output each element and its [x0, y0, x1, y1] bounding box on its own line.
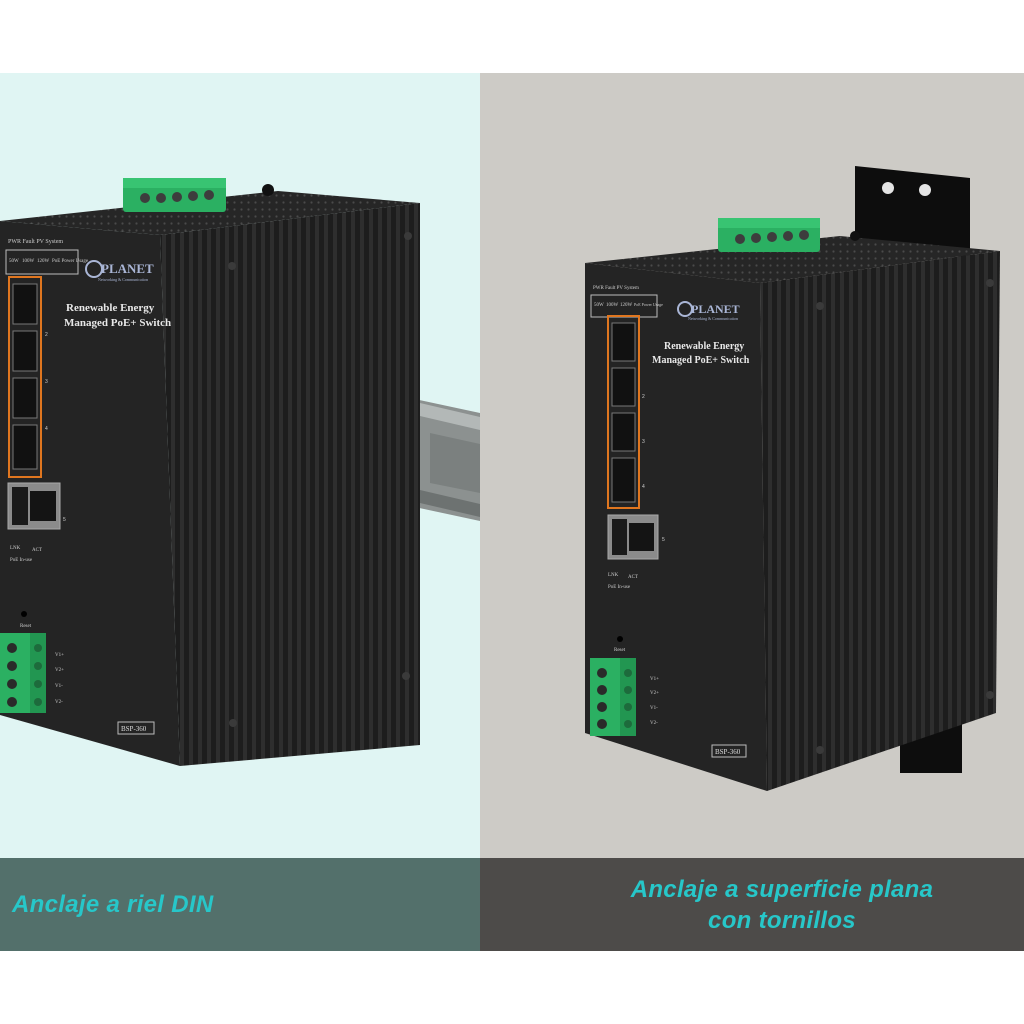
power-level-120w: 120W: [37, 259, 50, 264]
model-label: BSP-360: [121, 725, 147, 733]
led-legend-act: ACT: [628, 575, 638, 580]
port-number-5: 5: [63, 517, 66, 523]
terminal-label-v1-minus: V1-: [650, 706, 658, 711]
switch-side-fins: [760, 251, 1000, 791]
led-header-text: PWR Fault PV System: [593, 286, 639, 291]
brand-tagline: Networking & Communication: [98, 277, 148, 282]
ethernet-ports: 2 3 4 5: [607, 315, 665, 560]
din-rail-switch-photo: PWR Fault PV System 50W 100W 120W PoE Po…: [0, 178, 480, 766]
terminal-label-v1-plus: V1+: [650, 677, 659, 682]
power-level-50w: 50W: [9, 259, 19, 264]
led-legend-act: ACT: [32, 548, 42, 553]
terminal-label-v2-plus: V2+: [55, 668, 64, 673]
brand-name: PLANET: [691, 302, 740, 316]
terminal-label-v2-plus: V2+: [650, 691, 659, 696]
switch-top-vent: [585, 236, 1000, 283]
din-rail-caption: Anclaje a riel DIN: [12, 891, 214, 918]
din-rail: [410, 398, 480, 521]
reset-label: Reset: [20, 624, 32, 629]
led-legend-lnk: LNK: [608, 573, 619, 578]
switch-side-fins: [160, 203, 420, 766]
wall-mount-caption-line-1: Anclaje a superficie plana: [630, 875, 934, 903]
power-level-50w: 50W: [594, 303, 604, 308]
poe-usage-label: PoE Power Usage: [52, 259, 89, 264]
reset-button: [617, 636, 623, 642]
power-level-120w: 120W: [620, 303, 633, 308]
wall-mount-panel: PWR Fault PV System 50W 100W 120W PoE Po…: [480, 73, 1024, 951]
terminal-label-v2-minus: V2-: [55, 700, 63, 705]
port-number-4: 4: [45, 426, 48, 432]
poe-usage-label: PoE Power Usage: [634, 302, 663, 307]
product-line-1: Renewable Energy: [664, 341, 744, 352]
wall-mount-caption: Anclaje a superficie plana con tornillos: [480, 874, 1024, 936]
product-line-1: Renewable Energy: [66, 302, 155, 314]
port-number-5: 5: [662, 537, 665, 543]
reset-button: [21, 611, 27, 617]
din-rail-mount-panel: PWR Fault PV System 50W 100W 120W PoE Po…: [0, 73, 480, 951]
port-number-4: 4: [642, 484, 645, 490]
switch-top-vent: [0, 191, 420, 235]
wall-mount-switch-photo: PWR Fault PV System 50W 100W 120W PoE Po…: [585, 166, 1000, 791]
product-line-2: Managed PoE+ Switch: [64, 317, 171, 329]
power-terminal-block: [590, 658, 636, 736]
port-number-3: 3: [45, 379, 48, 385]
power-level-100w: 100W: [606, 303, 619, 308]
terminal-label-v1-minus: V1-: [55, 684, 63, 689]
port-number-2: 2: [45, 332, 48, 338]
planet-logo-icon: [85, 260, 103, 278]
port-number-3: 3: [642, 439, 645, 445]
top-terminal-block: [718, 218, 860, 252]
mounting-bracket-top: [855, 166, 970, 258]
led-legend-poe: PoE In-use: [608, 585, 631, 590]
led-legend-poe: PoE In-use: [10, 558, 33, 563]
din-rail-caption-bar: Anclaje a riel DIN: [0, 858, 480, 951]
model-label: BSP-360: [715, 748, 741, 756]
planet-logo-icon: [677, 301, 693, 317]
wall-mount-caption-line-2: con tornillos: [708, 906, 856, 934]
wall-mount-caption-bar: Anclaje a superficie plana con tornillos: [480, 858, 1024, 951]
top-terminal-block: [123, 178, 274, 212]
brand-name: PLANET: [101, 261, 154, 276]
ethernet-ports: 2 3 4 5: [7, 276, 66, 530]
switch-front-panel: [0, 221, 180, 766]
port-number-2: 2: [642, 394, 645, 400]
led-legend-lnk: LNK: [10, 546, 21, 551]
product-line-2: Managed PoE+ Switch: [652, 355, 750, 366]
power-level-100w: 100W: [22, 259, 35, 264]
power-terminal-block: [0, 633, 46, 713]
led-header-text: PWR Fault PV System: [8, 239, 63, 245]
terminal-label-v2-minus: V2-: [650, 721, 658, 726]
brand-tagline: Networking & Communication: [688, 316, 738, 321]
reset-label: Reset: [614, 648, 626, 653]
terminal-label-v1-plus: V1+: [55, 653, 64, 658]
